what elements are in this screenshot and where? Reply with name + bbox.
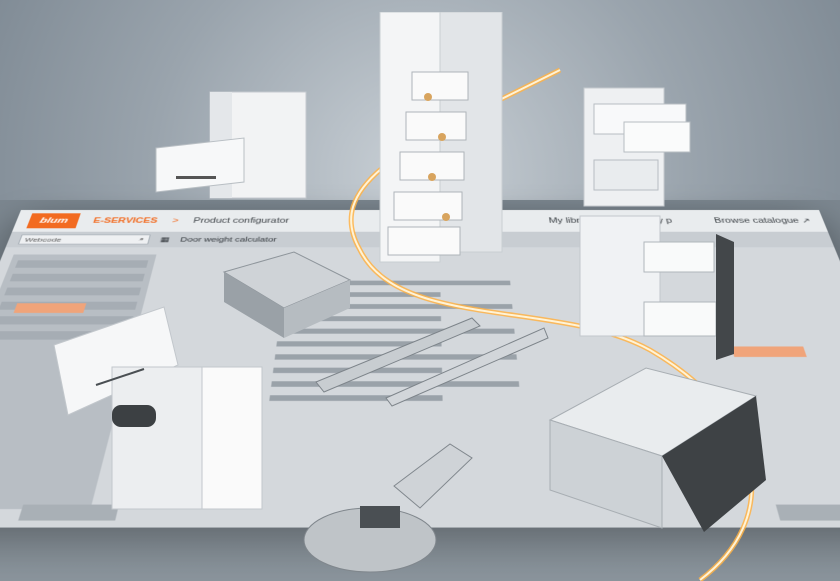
wall-cabinet-lift-image [53, 306, 263, 510]
base-cabinet-drawer-image [155, 91, 307, 199]
drawer-cabinet-image [583, 87, 691, 207]
cabinet-hinge-image [303, 443, 473, 573]
inner-drawer-tray-image [222, 251, 352, 338]
drawer-runners-image [315, 317, 549, 407]
pullout-cabinet-image [579, 215, 734, 360]
drawer-box-image [548, 367, 766, 532]
pantry-cabinet-image [379, 12, 503, 263]
